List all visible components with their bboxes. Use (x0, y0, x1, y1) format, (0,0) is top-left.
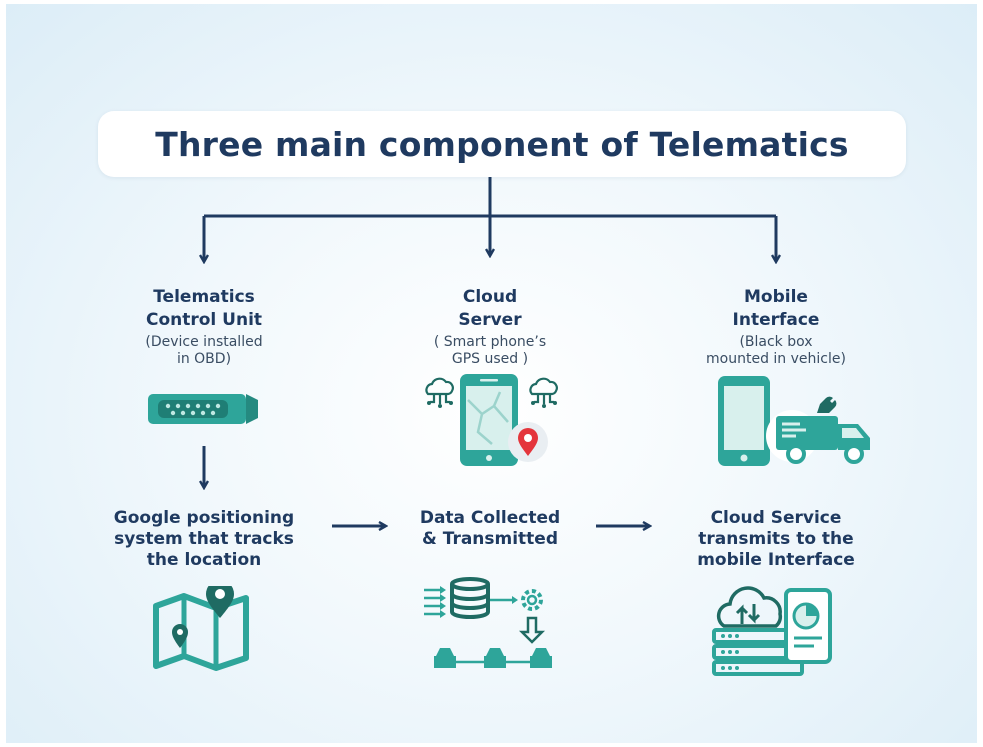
component-cloud-server: Cloud Server ( Smart phone’s GPS used ) (370, 286, 610, 368)
database-network-icon (424, 577, 552, 668)
step-gps-tracking: Google positioning system that tracks th… (113, 508, 295, 570)
diagram-title: Three main component of Telematics (155, 124, 849, 164)
obd-connector-icon (148, 394, 258, 424)
cloud-server-icon (712, 586, 832, 676)
map-pin-icon (153, 586, 249, 671)
component-mobile-interface: Mobile Interface (Black box mounted in v… (656, 286, 896, 368)
component-name: Mobile Interface (732, 287, 820, 330)
phone-truck-icon (718, 376, 870, 466)
title-box: Three main component of Telematics (98, 111, 906, 177)
component-note: (Black box mounted in vehicle) (706, 334, 846, 367)
connector-lines (6, 176, 977, 743)
component-control-unit: Telematics Control Unit (Device installe… (84, 286, 324, 368)
step-cloud-service: Cloud Service transmits to the mobile In… (697, 508, 855, 570)
smartphone-gps-icon (425, 374, 558, 466)
component-note: (Device installed in OBD) (145, 334, 263, 367)
component-name: Telematics Control Unit (145, 287, 263, 330)
step-data-collected: Data Collected & Transmitted (419, 508, 561, 549)
component-name: Cloud Server (458, 287, 522, 330)
diagram-canvas: Three main component of Telematics Telem… (6, 4, 977, 743)
component-note: ( Smart phone’s GPS used ) (433, 334, 547, 367)
